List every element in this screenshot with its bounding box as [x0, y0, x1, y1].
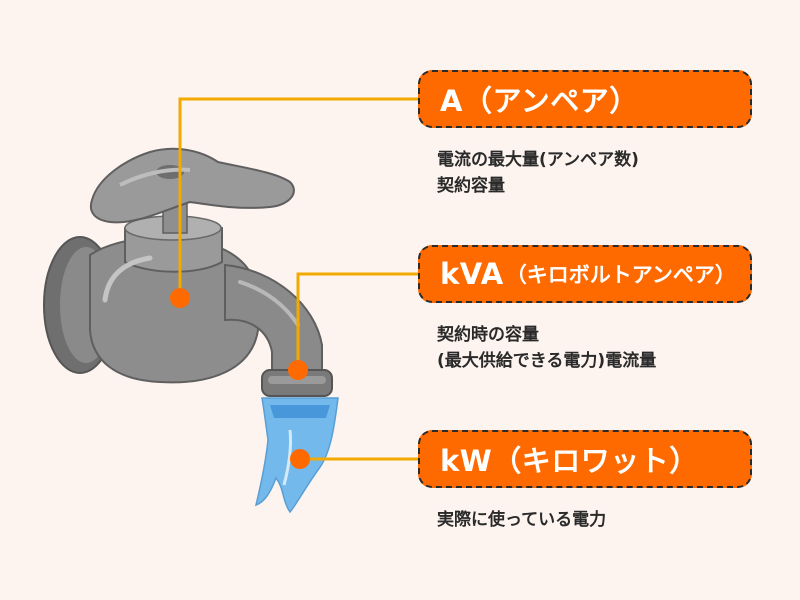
faucet: [43, 147, 333, 397]
connector-line-ampere: [178, 97, 418, 298]
label-kva: kVA （キロボルトアンペア）: [418, 245, 752, 303]
connector-lines: [178, 97, 418, 461]
label-kw: kW（キロワット）: [418, 430, 752, 488]
description-line: 電流の最大量(アンペア数): [437, 150, 639, 170]
label-kva-subtitle: （キロボルトアンペア）: [505, 263, 736, 287]
connector-dot-kw: [290, 449, 310, 469]
label-kva-title: kVA: [440, 257, 504, 291]
description-ampere: 電流の最大量(アンペア数) 契約容量: [437, 147, 639, 199]
description-line: 実際に使っている電力: [437, 510, 607, 530]
description-line: 契約時の容量: [437, 325, 539, 345]
connector-dot-kva: [288, 360, 308, 380]
label-kw-title: kW（キロワット）: [440, 444, 699, 478]
description-kw: 実際に使っている電力: [437, 507, 606, 533]
description-line: 契約容量: [437, 176, 505, 196]
connector-dot-ampere: [170, 288, 190, 308]
label-ampere: A（アンペア）: [418, 70, 752, 128]
connector-line-kva: [296, 272, 418, 370]
description-line: (最大供給できる電力)電流量: [437, 351, 657, 371]
label-ampere-title: A（アンペア）: [440, 84, 639, 118]
connector-dots: [170, 288, 310, 469]
description-kva: 契約時の容量 (最大供給できる電力)電流量: [437, 322, 656, 374]
